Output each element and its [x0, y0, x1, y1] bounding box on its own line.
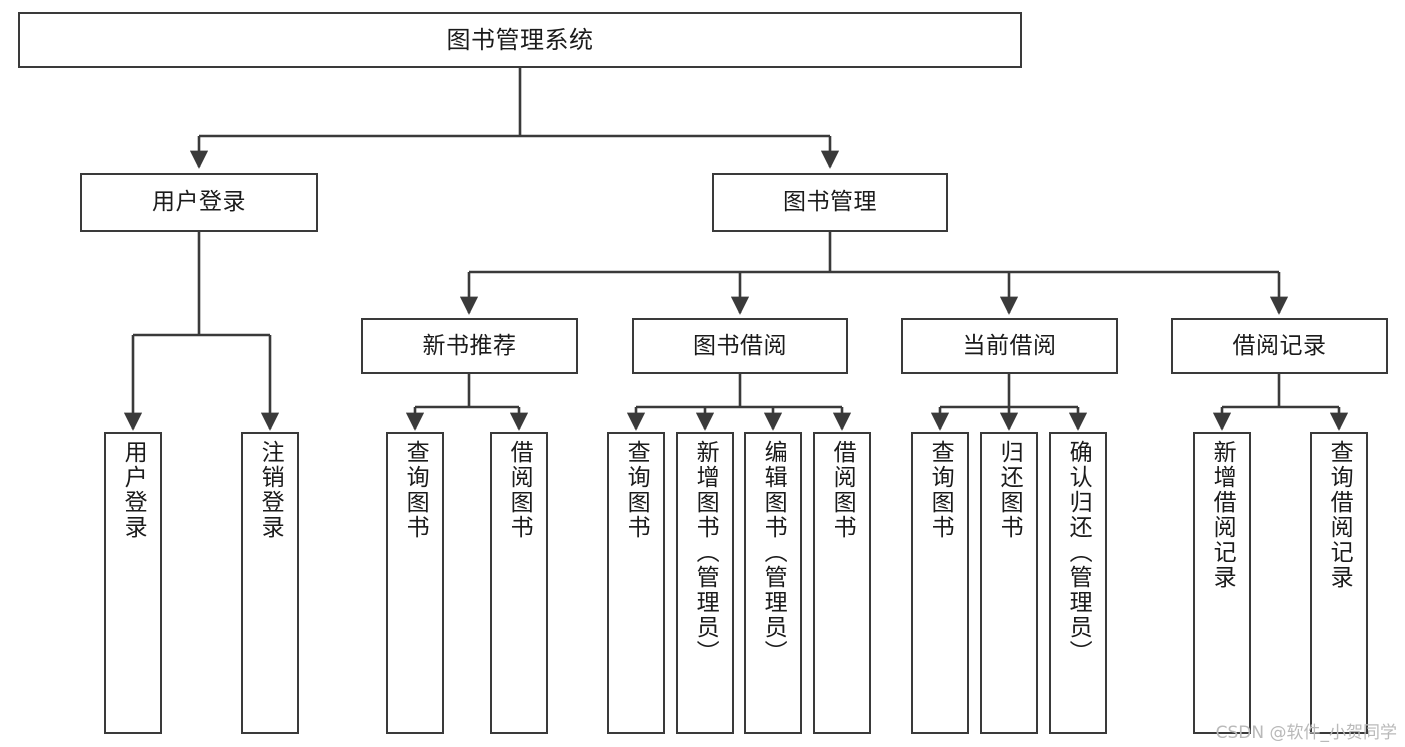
watermark: CSDN @软件_小贺同学	[1215, 723, 1397, 743]
node-label: 借阅图书	[506, 440, 533, 540]
node-leaf-borrow-book-1[interactable]: 借阅图书	[490, 432, 548, 734]
node-leaf-logout-login[interactable]: 注销登录	[241, 432, 299, 734]
node-leaf-add-record[interactable]: 新增借阅记录	[1193, 432, 1251, 734]
node-book-manage[interactable]: 图书管理	[712, 173, 948, 232]
node-leaf-user-login[interactable]: 用户登录	[104, 432, 162, 734]
node-label: 归还图书	[996, 440, 1023, 540]
node-label: 图书管理	[783, 189, 877, 216]
node-label: 新增图书（管理员）	[692, 440, 719, 665]
node-leaf-query-book-2[interactable]: 查询图书	[607, 432, 665, 734]
node-user-login[interactable]: 用户登录	[80, 173, 318, 232]
node-label: 查询图书	[623, 440, 650, 540]
node-label: 编辑图书（管理员）	[760, 440, 787, 665]
node-leaf-confirm-return[interactable]: 确认归还（管理员）	[1049, 432, 1107, 734]
node-label: 新增借阅记录	[1209, 440, 1236, 590]
node-label: 图书借阅	[693, 332, 787, 359]
node-leaf-edit-book[interactable]: 编辑图书（管理员）	[744, 432, 802, 734]
node-label: 查询图书	[402, 440, 429, 540]
node-label: 新书推荐	[422, 332, 517, 359]
node-leaf-query-book-3[interactable]: 查询图书	[911, 432, 969, 734]
node-leaf-query-book-1[interactable]: 查询图书	[386, 432, 444, 734]
node-label: 用户登录	[120, 440, 147, 540]
node-label: 借阅记录	[1232, 332, 1327, 359]
node-borrow-record[interactable]: 借阅记录	[1171, 318, 1388, 374]
node-label: 借阅图书	[829, 440, 856, 540]
node-label: 查询借阅记录	[1326, 440, 1353, 590]
node-label: 图书管理系统	[446, 25, 594, 54]
node-root-system[interactable]: 图书管理系统	[18, 12, 1022, 68]
node-label: 注销登录	[257, 440, 284, 540]
node-new-book-recommend[interactable]: 新书推荐	[361, 318, 578, 374]
node-label: 当前借阅	[962, 332, 1057, 359]
node-book-borrow[interactable]: 图书借阅	[632, 318, 848, 374]
node-leaf-borrow-book-2[interactable]: 借阅图书	[813, 432, 871, 734]
node-label: 查询图书	[927, 440, 954, 540]
node-label: 确认归还（管理员）	[1065, 440, 1092, 665]
node-current-borrow[interactable]: 当前借阅	[901, 318, 1118, 374]
node-leaf-query-record[interactable]: 查询借阅记录	[1310, 432, 1368, 734]
node-label: 用户登录	[152, 189, 246, 216]
node-leaf-return-book[interactable]: 归还图书	[980, 432, 1038, 734]
node-leaf-add-book[interactable]: 新增图书（管理员）	[676, 432, 734, 734]
